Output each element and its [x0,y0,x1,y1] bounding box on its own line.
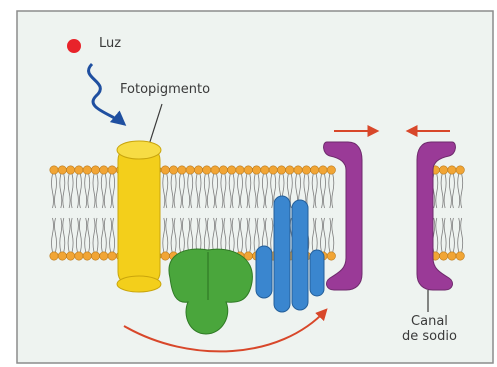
lipid-head [161,166,169,174]
photopigment-label: Fotopigmento [120,82,210,97]
lipid-head [456,166,464,174]
lipid-head [277,166,285,174]
channel-label-line2: de sodio [402,329,457,344]
lipid-head [91,252,99,260]
lipid-head [50,166,58,174]
lipid-head [169,166,177,174]
lipid-head [66,166,74,174]
lipid-head [448,252,456,260]
lipid-head [228,166,236,174]
lipid-head [261,166,269,174]
lipid-head [439,166,447,174]
lipid-head [236,166,244,174]
lipid-head [178,166,186,174]
lipid-head [58,252,66,260]
lipid-head [91,166,99,174]
lipid-head [294,166,302,174]
lipid-head [75,252,83,260]
lipid-head [252,166,260,174]
lipid-head [100,252,108,260]
lipid-head [108,252,116,260]
lipid-head [319,166,327,174]
lipid-head [448,166,456,174]
lipid-head [244,166,252,174]
channel-label-line1: Canal [402,314,457,329]
lipid-head [186,166,194,174]
lipid-head [219,166,227,174]
channel-label: Canal de sodio [402,314,457,344]
lipid-head [203,166,211,174]
lipid-head [327,166,335,174]
lipid-head [161,252,169,260]
lipid-head [456,252,464,260]
lipid-head [108,166,116,174]
lipid-head [439,252,447,260]
lipid-head [50,252,58,260]
lipid-head [83,252,91,260]
lipid-head [66,252,74,260]
lipid-head [302,166,310,174]
lipid-head [269,166,277,174]
lipid-head [327,252,335,260]
light-label: Luz [99,36,121,51]
lipid-head [83,166,91,174]
lipid-head [100,166,108,174]
lipid-head [75,166,83,174]
photopigment [117,141,161,292]
lipid-head [58,166,66,174]
light-dot-icon [67,39,81,53]
lipid-head [286,166,294,174]
lipid-head [311,166,319,174]
lipid-head [211,166,219,174]
lipid-head [194,166,202,174]
